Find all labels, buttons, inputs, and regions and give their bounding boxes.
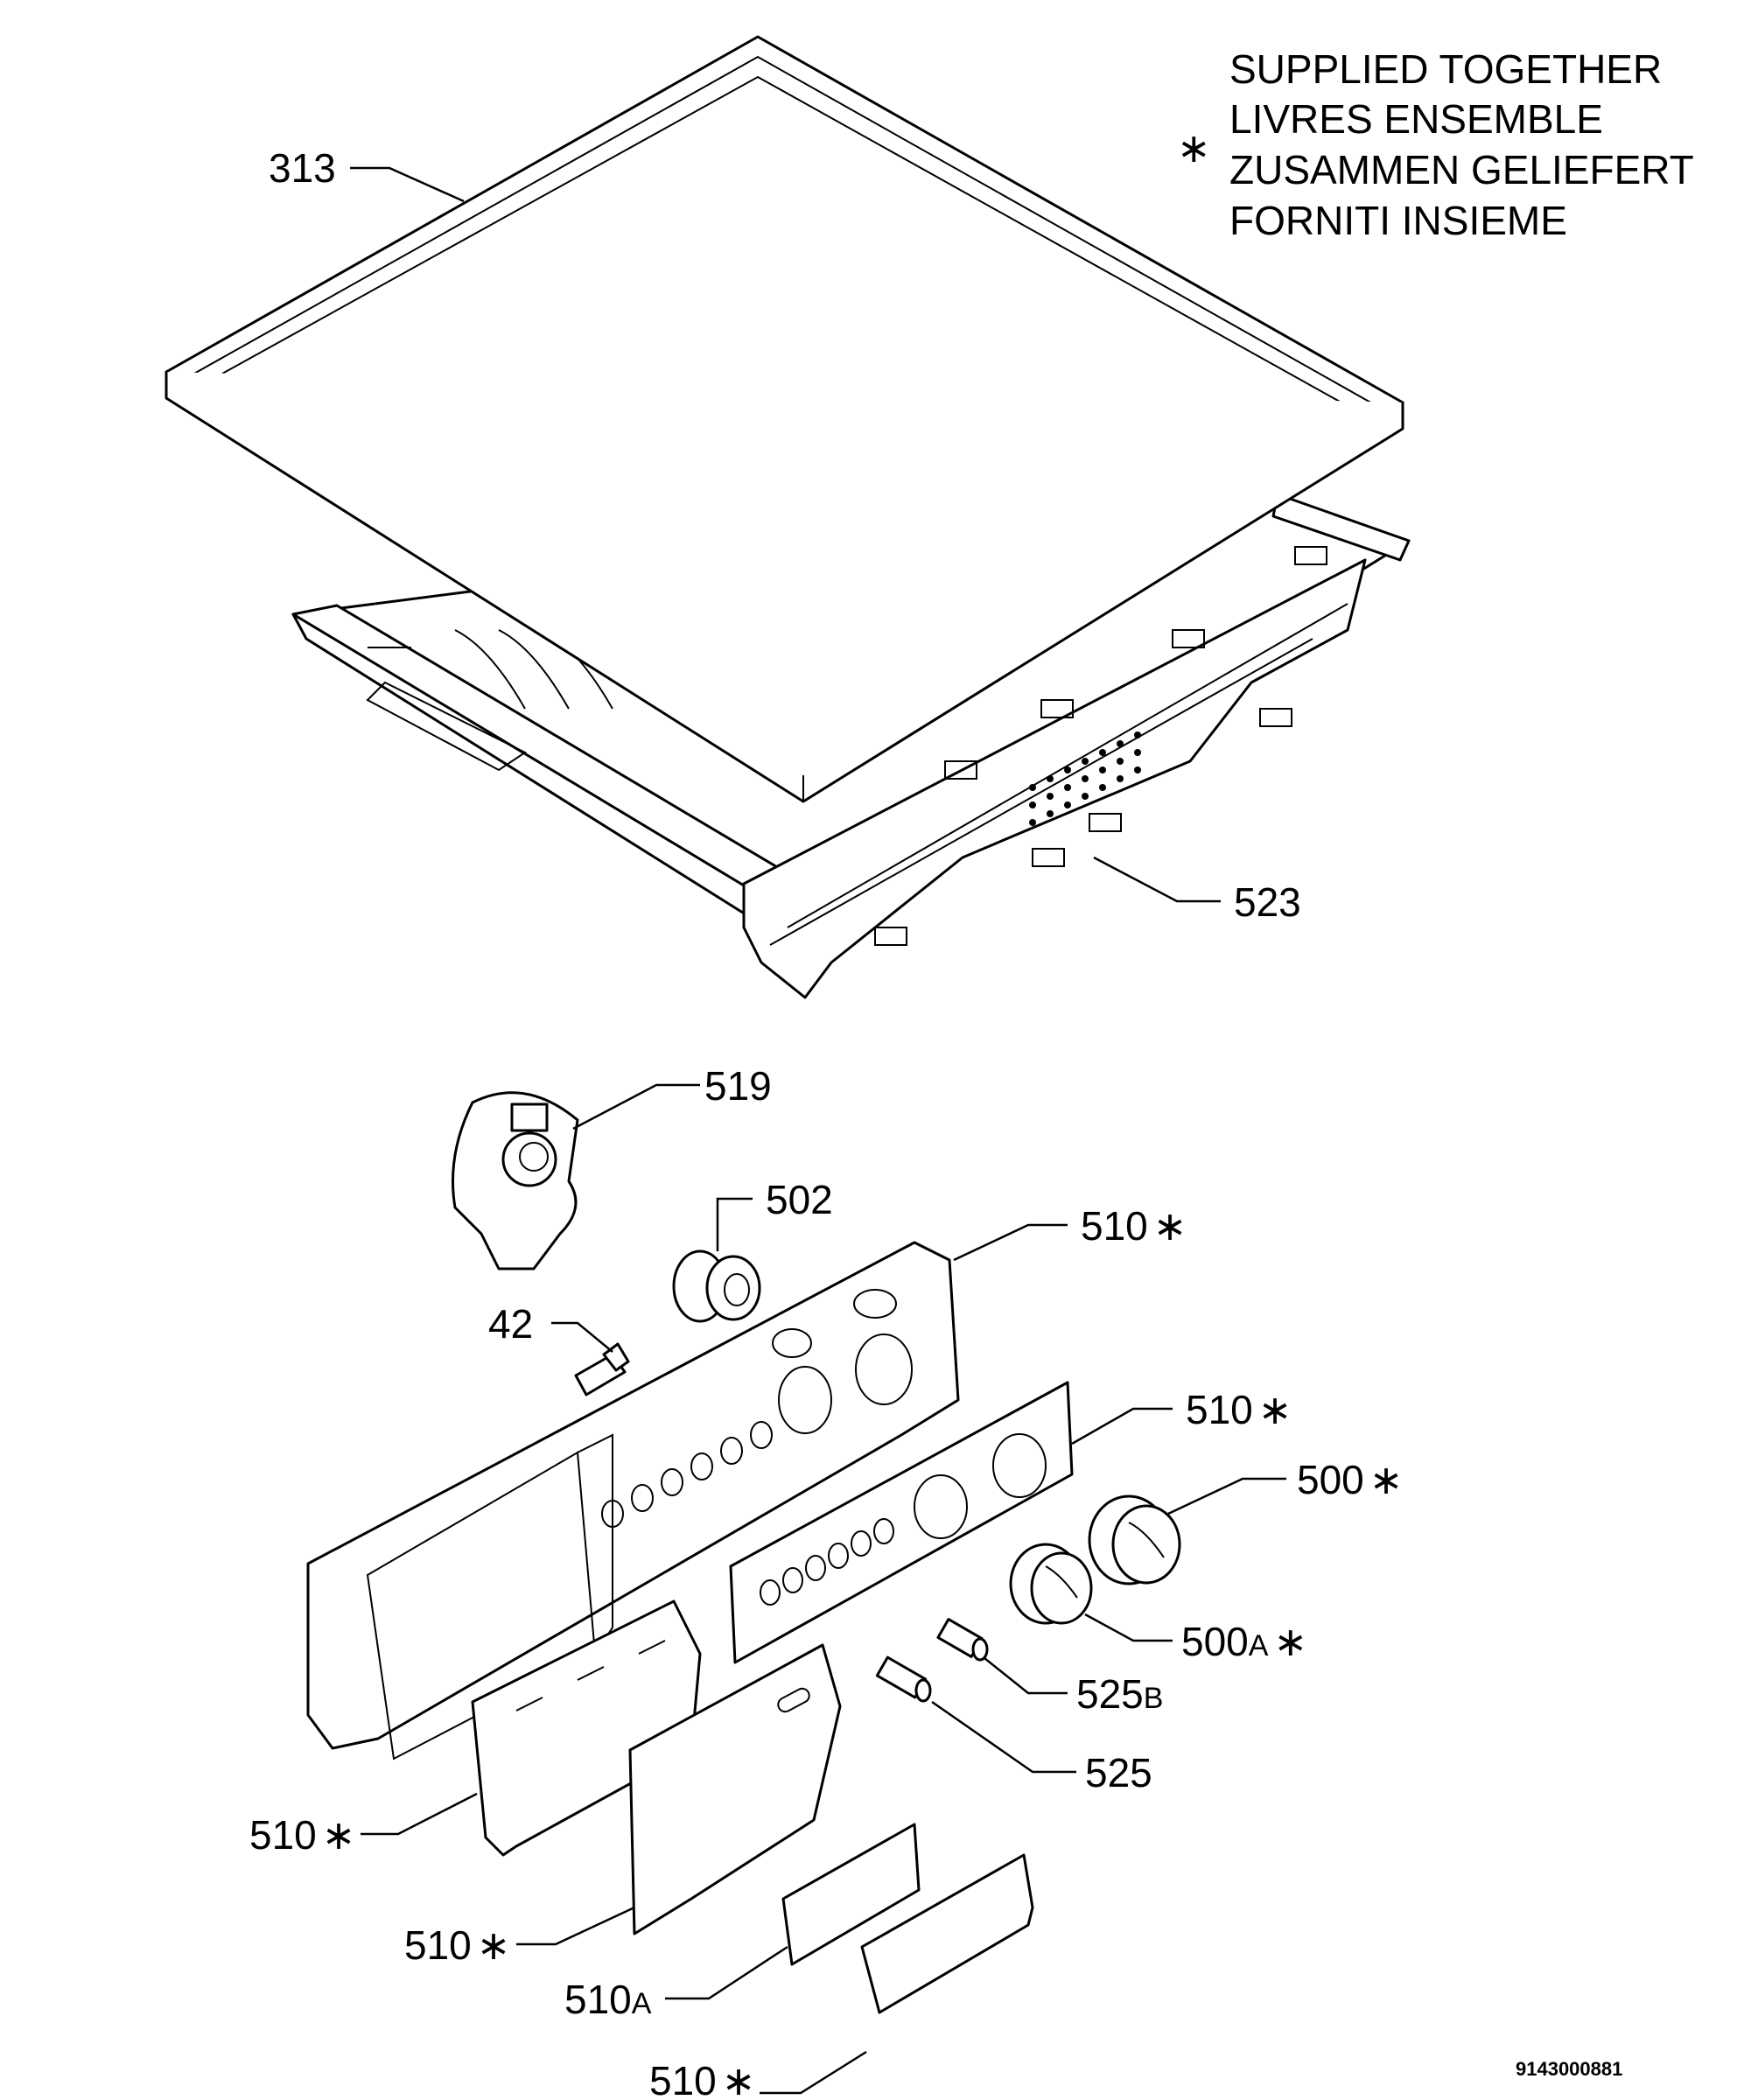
callout-500: 500∗ bbox=[1297, 1457, 1403, 1502]
knob-500-part bbox=[1088, 1494, 1181, 1586]
callout-510a: 510A bbox=[564, 1977, 652, 2022]
callout-519: 519 bbox=[704, 1063, 772, 1109]
legend-line-1: SUPPLIED TOGETHER bbox=[1229, 46, 1662, 92]
callout-313: 313 bbox=[269, 145, 336, 191]
legend-line-3: ZUSAMMEN GELIEFERT bbox=[1229, 147, 1694, 192]
callout-502: 502 bbox=[766, 1177, 833, 1222]
callout-510-fascia: 510∗ bbox=[1186, 1387, 1292, 1432]
callouts: 313 523 519 502 510∗ 42 510∗ 500∗ 500A∗ … bbox=[249, 145, 1403, 2100]
drawer-front-part bbox=[628, 1643, 842, 1936]
callout-523: 523 bbox=[1234, 879, 1301, 925]
drawing-number: 9143000881 bbox=[1516, 2058, 1622, 2080]
callout-500a: 500A∗ bbox=[1181, 1619, 1307, 1664]
callout-510-panel: 510∗ bbox=[1081, 1203, 1187, 1249]
flap-part bbox=[860, 1853, 1034, 2014]
pin-525b-part bbox=[936, 1618, 989, 1662]
callout-42: 42 bbox=[488, 1301, 533, 1347]
leader-lines bbox=[350, 166, 1286, 2095]
legend-line-2: LIVRES ENSEMBLE bbox=[1229, 96, 1603, 142]
pin-525-part bbox=[875, 1656, 932, 1703]
callout-525: 525 bbox=[1085, 1750, 1152, 1796]
callout-525b: 525B bbox=[1076, 1671, 1163, 1717]
panel-fascia-part bbox=[729, 1381, 1074, 1664]
pilot-lamp-part bbox=[672, 1250, 761, 1323]
selector-bracket-part bbox=[452, 1091, 579, 1270]
legend: ∗ SUPPLIED TOGETHER LIVRES ENSEMBLE ZUSA… bbox=[1177, 46, 1694, 243]
switch-part bbox=[574, 1342, 630, 1396]
callout-510-flap: 510∗ bbox=[649, 2058, 755, 2100]
worktop-lid-part bbox=[165, 35, 1404, 803]
callout-510-handle: 510∗ bbox=[249, 1812, 355, 1858]
legend-asterisk: ∗ bbox=[1177, 125, 1211, 171]
dispenser-handle-part bbox=[471, 1600, 702, 1857]
insert-510a-part bbox=[781, 1823, 921, 1966]
legend-line-4: FORNITI INSIEME bbox=[1229, 198, 1567, 243]
knob-500a-part bbox=[1009, 1543, 1093, 1625]
callout-510-drawer: 510∗ bbox=[404, 1922, 510, 1968]
